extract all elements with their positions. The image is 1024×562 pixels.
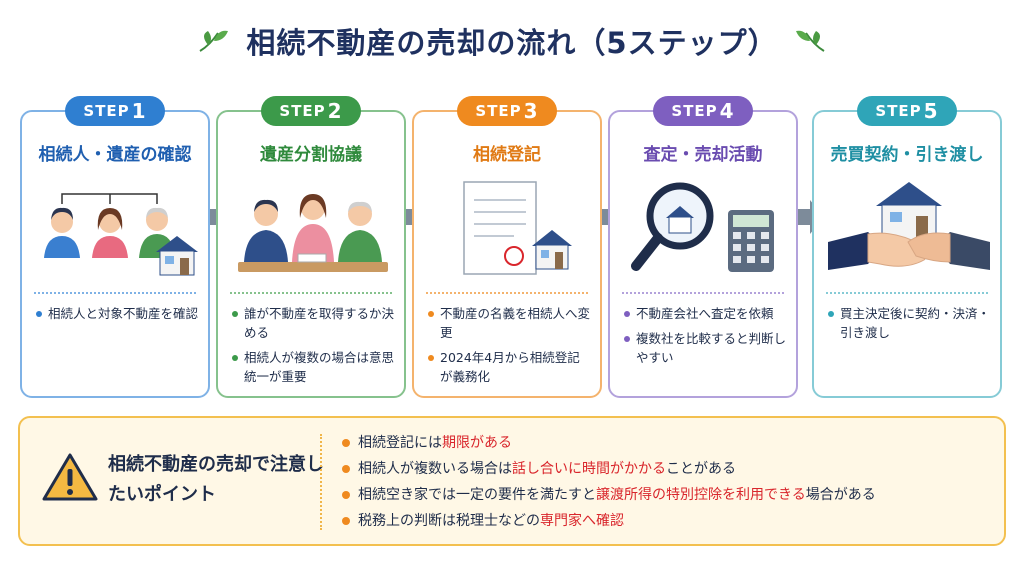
leaf-right-icon	[795, 30, 825, 52]
step-title: 相続人・遺産の確認	[38, 145, 192, 165]
header: 相続不動産の売却の流れ（5ステップ）	[0, 16, 1024, 66]
page-title: 相続不動産の売却の流れ（5ステップ）	[246, 26, 778, 60]
caution-box: 相続不動産の売却で注意したいポイント 相続登記には期限がある 相続人が複数いる場…	[18, 416, 1006, 546]
caution-item: 相続空き家では一定の要件を満たすと譲渡所得の特別控除を利用できる場合がある	[340, 482, 994, 508]
bullet-item: 複数社を比較すると判断しやすい	[622, 329, 788, 367]
caution-item: 相続人が複数いる場合は話し合いに時間がかかることがある	[340, 456, 994, 482]
caution-list: 相続登記には期限がある 相続人が複数いる場合は話し合いに時間がかかることがある …	[340, 430, 994, 534]
divider	[230, 292, 392, 294]
step-title: 相続登記	[473, 145, 541, 165]
divider	[320, 434, 322, 530]
arrow-right-icon	[798, 200, 824, 234]
bullet-item-highlight: 2024年4月から相続登記が義務化	[426, 348, 592, 386]
step-bullets: 相続人と対象不動産を確認	[34, 304, 200, 329]
step-title: 売買契約・引き渡し	[830, 145, 984, 165]
handshake-house-icon	[828, 182, 990, 270]
bullet-item: 不動産の名義を相続人へ変更	[426, 304, 592, 342]
meeting-icon	[238, 194, 388, 272]
bullet-item: 相続人と対象不動産を確認	[34, 304, 200, 323]
caution-title: 相続不動産の売却で注意したいポイント	[108, 454, 324, 505]
step-title: 査定・売却活動	[643, 145, 763, 165]
family-house-icon	[44, 193, 198, 276]
bullet-item: 誰が不動産を取得するか決める	[230, 304, 396, 342]
divider	[622, 292, 784, 294]
divider	[826, 292, 988, 294]
bullet-item: 買主決定後に契約・決済・引き渡し	[826, 304, 992, 342]
bullet-item: 相続人が複数の場合は意思統一が重要	[230, 348, 396, 386]
divider	[426, 292, 588, 294]
step-bullets: 誰が不動産を取得するか決める 相続人が複数の場合は意思統一が重要	[230, 304, 396, 392]
step-bullets: 買主決定後に契約・決済・引き渡し	[826, 304, 992, 348]
magnifier-calculator-icon	[631, 182, 774, 272]
step-title: 遺産分割協議	[260, 145, 362, 165]
warning-icon	[42, 453, 98, 501]
caution-item: 税務上の判断は税理士などの専門家へ確認	[340, 508, 994, 534]
bullet-item: 不動産会社へ査定を依頼	[622, 304, 788, 323]
divider	[34, 292, 196, 294]
leaf-left-icon	[199, 30, 229, 52]
step-bullets: 不動産の名義を相続人へ変更 2024年4月から相続登記が義務化	[426, 304, 592, 392]
document-stamp-icon	[463, 181, 572, 275]
step-bullets: 不動産会社へ査定を依頼 複数社を比較すると判断しやすい	[622, 304, 788, 373]
caution-item: 相続登記には期限がある	[340, 430, 994, 456]
